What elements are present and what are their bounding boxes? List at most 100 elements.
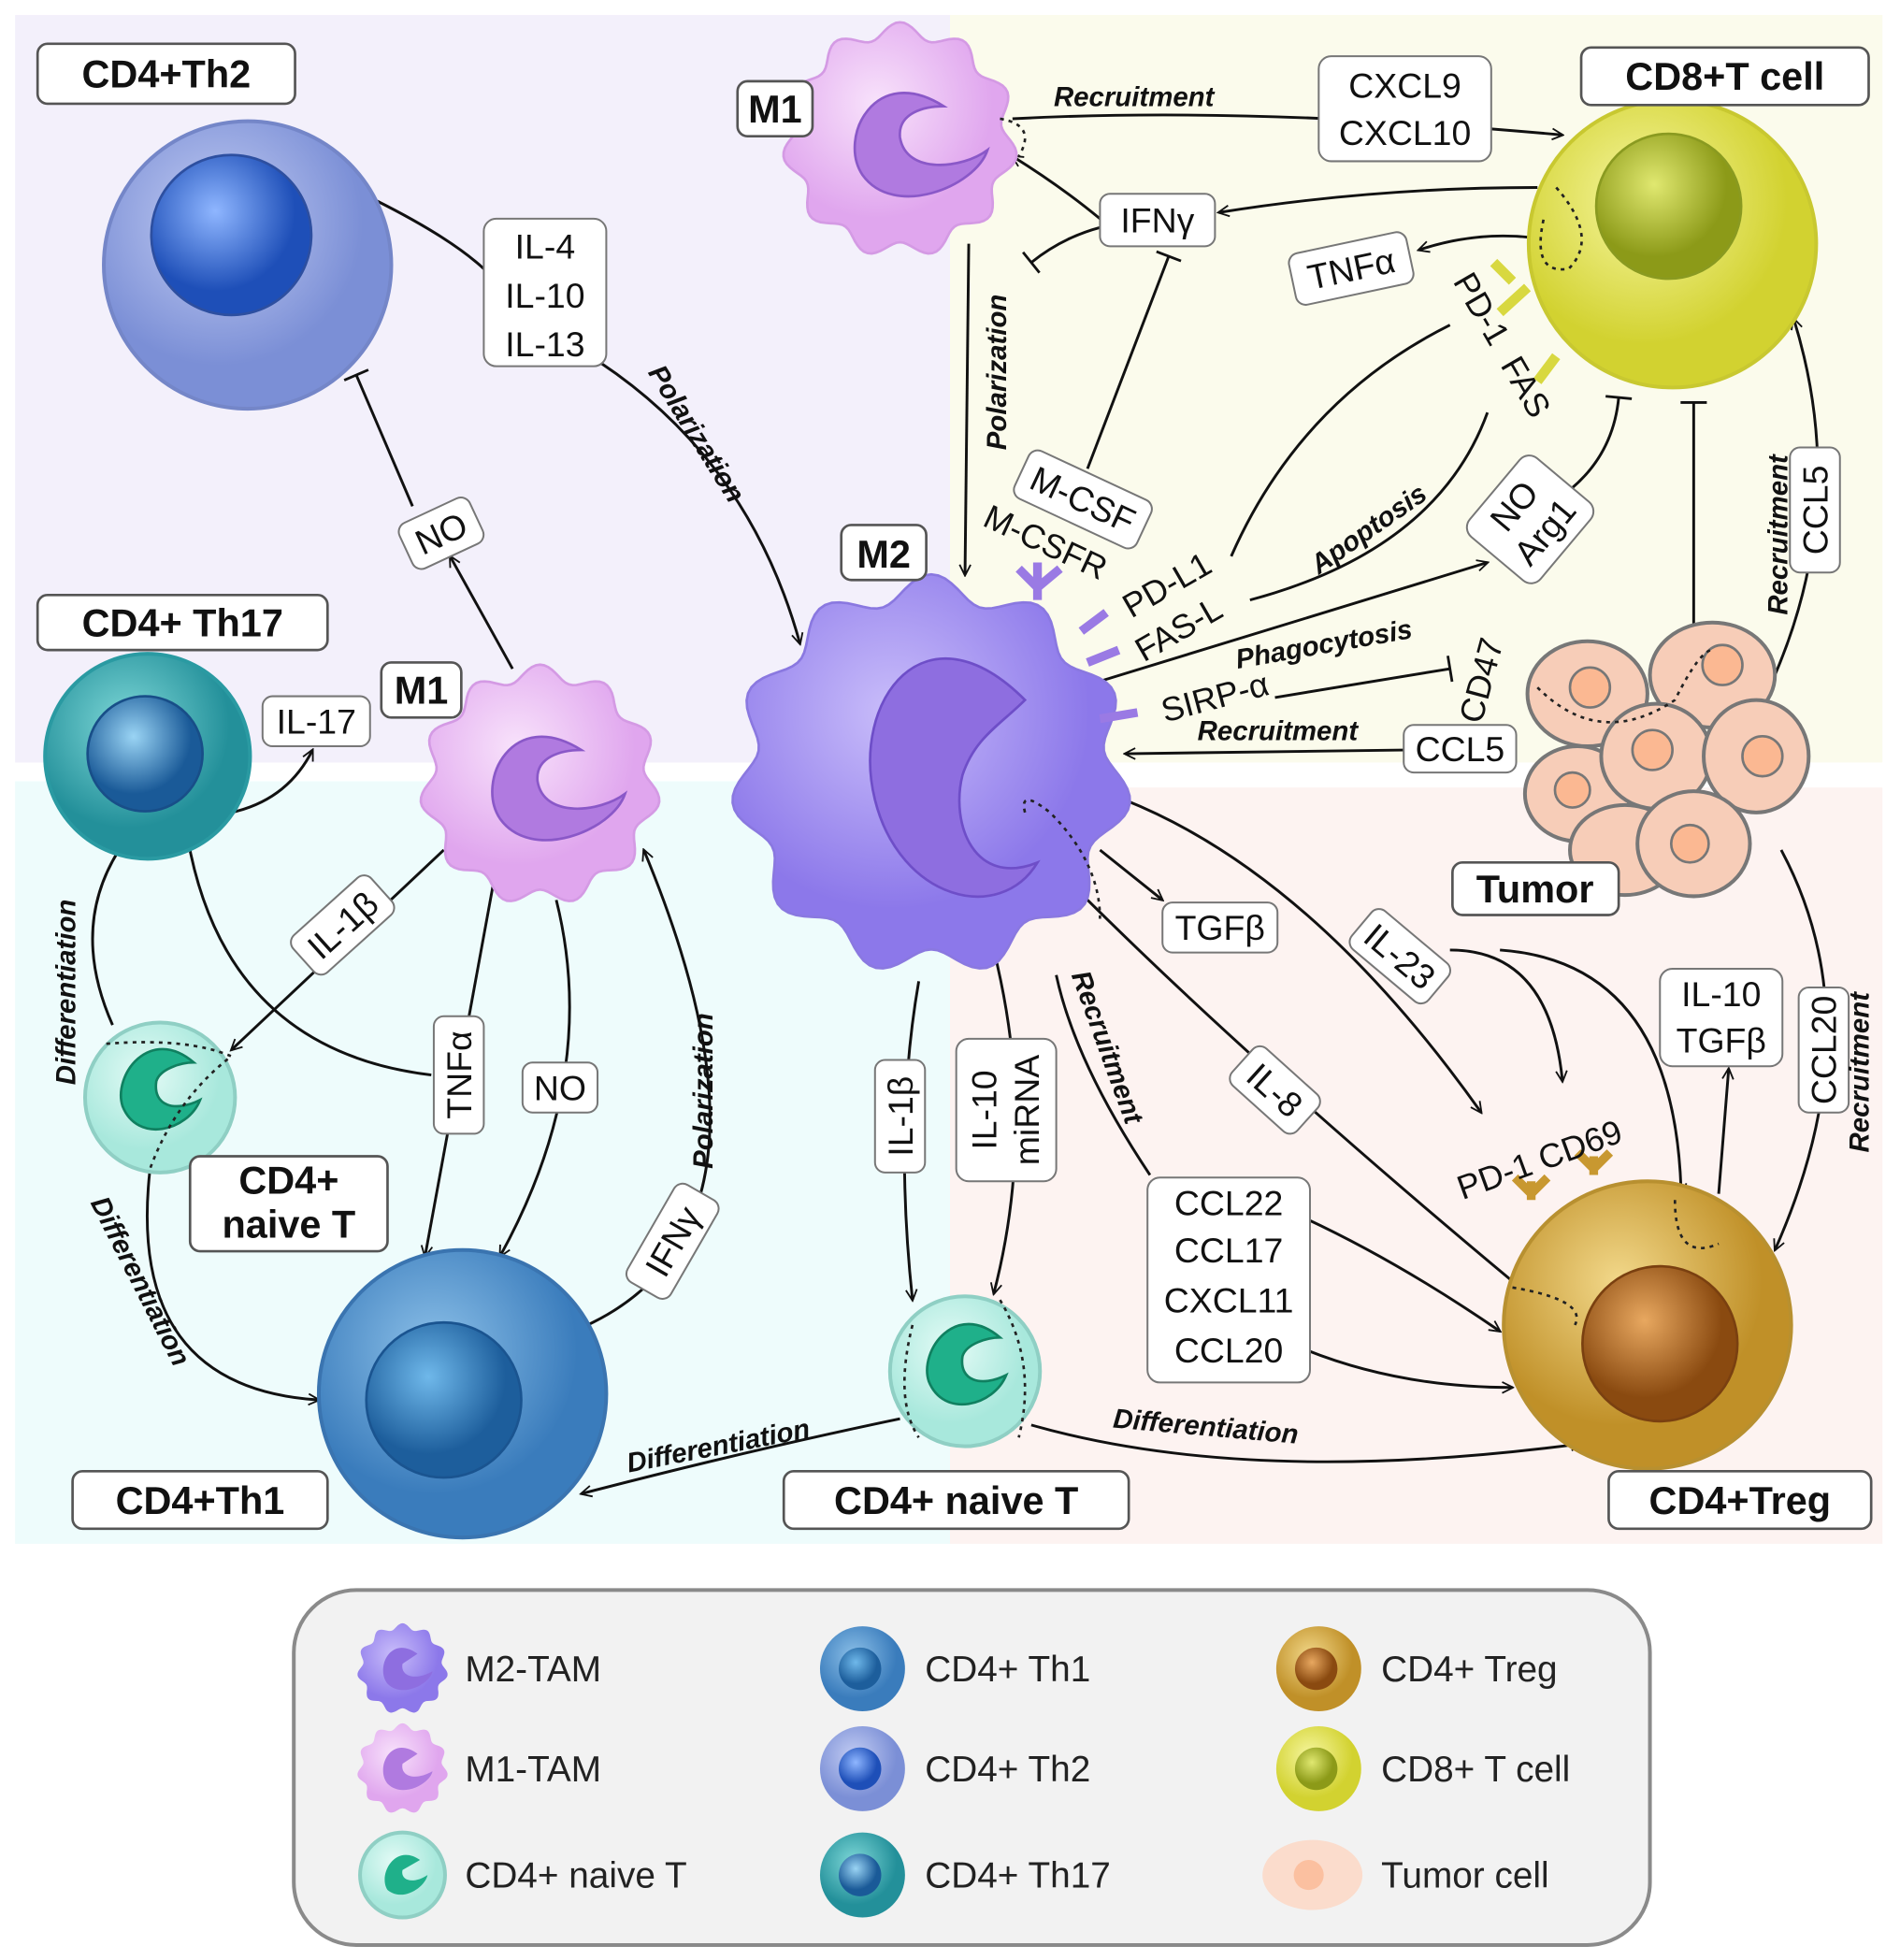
cell-cd4-th17[interactable] [43,652,252,861]
line-fasl-fas [1249,411,1490,602]
svg-text:CCL5: CCL5 [1795,466,1835,555]
inhibit-ifng-m2 [1022,225,1101,274]
label-tumor: Tumor [1451,861,1620,916]
arrow-chemokines-treg [1305,1217,1500,1331]
legend-item: Tumor cell [1262,1839,1549,1910]
signal-tnfa-left: TNFα [432,1015,485,1135]
process-recruitment: Recruitment [1054,82,1216,113]
signal-il23: IL-23 [1348,908,1451,1005]
arrow-m1-to-no [450,556,514,670]
svg-text:CD4+Treg: CD4+Treg [1649,1478,1832,1522]
process-recruitment: Recruitment [1763,454,1794,615]
cell-m2[interactable] [731,562,1139,970]
svg-text:CD4+Th1: CD4+Th1 [116,1478,285,1522]
cell-m1-top[interactable] [782,21,1018,255]
svg-text:miRNA: miRNA [1007,1055,1046,1165]
m1-tam-icon [357,1722,448,1813]
legend-label: CD4+ Th17 [925,1855,1111,1895]
svg-text:IL-1β: IL-1β [881,1076,920,1157]
svg-text:CD8+T cell: CD8+T cell [1625,54,1824,98]
arrow-naive-diff-th1-bottom [582,1417,900,1493]
legend-item: CD4+ Th17 [819,1832,1111,1918]
cell-cd4-th1[interactable] [316,1247,609,1540]
signal-il1b-bottom: IL-1β [873,1059,927,1174]
arrow-th2-polarization-m2 [598,361,800,644]
signal-ccl20: CCL20 [1797,987,1850,1114]
cell-cd4-treg[interactable] [1502,1149,1793,1471]
legend-label: CD4+ Th2 [925,1750,1090,1790]
label-cd8-t-cell: CD8+T cell [1579,46,1870,107]
svg-text:CCL5: CCL5 [1416,729,1505,769]
legend-item: CD4+ Th2 [819,1726,1090,1811]
svg-text:TNFα: TNFα [439,1030,479,1118]
svg-text:CD4+ naive T: CD4+ naive T [834,1478,1078,1522]
label-cd4-treg: CD4+Treg [1607,1470,1873,1531]
label-naive-t-bottom: CD4+ naive T [782,1470,1130,1531]
legend-item: CD4+ Th1 [819,1626,1090,1711]
arrow-chemokines-treg-2 [1305,1348,1513,1388]
legend-label: CD4+ Th1 [925,1650,1090,1690]
svg-text:CD4+: CD4+ [238,1159,338,1203]
svg-text:M1: M1 [395,669,449,713]
cell-cd4-th2[interactable] [102,119,394,411]
cell-tumor[interactable] [1522,620,1811,899]
cell-naive-t-left[interactable] [82,1020,238,1175]
label-cd4-th17: CD4+ Th17 [36,593,329,652]
arrow-ifng-to-m1 [1013,156,1101,221]
arrow-cd8-to-ifng [1218,186,1538,213]
legend-label: M1-TAM [465,1750,601,1790]
legend-label: M2-TAM [465,1650,601,1690]
svg-text:M2: M2 [856,532,911,576]
svg-text:CXCL9: CXCL9 [1348,65,1461,105]
arrow-naive-diff-treg [1030,1423,1581,1463]
line-th2-cytokines [374,198,485,270]
label-cd4-th1: CD4+Th1 [71,1470,329,1531]
dotted-contact-lines [106,117,1720,1438]
signal-tgfb: TGFβ [1161,901,1279,954]
cd8-icon [1275,1726,1361,1811]
svg-text:NO: NO [534,1068,586,1107]
svg-text:Tumor: Tumor [1476,867,1594,911]
svg-text:CXCL10: CXCL10 [1339,113,1471,152]
svg-text:CXCL11: CXCL11 [1164,1281,1294,1320]
legend-label: CD4+ Treg [1381,1650,1557,1690]
arrow-th17-to-il17 [231,750,314,814]
th1-icon [819,1626,905,1711]
svg-text:IL-17: IL-17 [277,702,356,742]
interaction-arrows [91,113,1828,1493]
label-m1-top: M1 [736,79,814,138]
th2-icon [819,1726,905,1811]
label-m2: M2 [840,524,928,582]
arrow-th1-ifng-m1 [586,850,712,1327]
svg-text:TGFβ: TGFβ [1677,1021,1766,1060]
svg-text:CD4+Th2: CD4+Th2 [82,52,252,96]
naive-t-icon [358,1830,447,1920]
th17-icon [819,1832,905,1918]
legend-label: CD4+ naive T [465,1855,686,1895]
process-differentiation: Differentiation [50,900,81,1086]
m2-tam-icon [357,1622,448,1713]
svg-text:IL-4: IL-4 [515,227,575,267]
legend-item: M1-TAM [357,1722,601,1813]
label-naive-t-left: CD4+naive T [188,1155,389,1253]
arrow-m2-to-tgfb [1099,848,1162,900]
cell-m1-left[interactable] [419,663,661,902]
arrow-treg-to-il10 [1717,1069,1729,1194]
signal-il17: IL-17 [261,695,371,748]
legend-item: M2-TAM [357,1622,601,1713]
svg-text:CCL20: CCL20 [1805,996,1844,1104]
signal-tnfa-top: TNFα [1288,231,1415,306]
cell-cd8-t[interactable] [1490,97,1819,390]
signal-no-m1: NO [521,1061,599,1114]
svg-text:CCL17: CCL17 [1174,1231,1283,1270]
cell-naive-t-bottom[interactable] [887,1294,1043,1448]
treg-icon [1275,1626,1361,1711]
arrow-ccl5-to-m2 [1125,750,1404,754]
